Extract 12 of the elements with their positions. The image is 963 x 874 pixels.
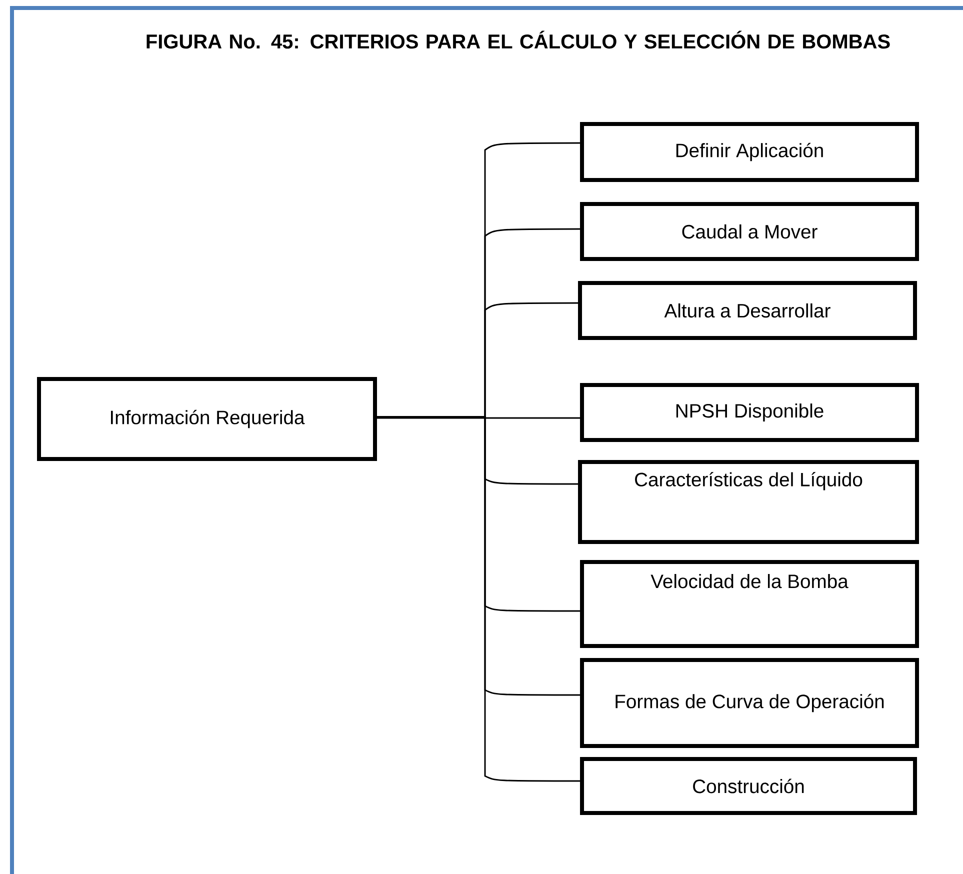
process-box: Velocidad de la Bomba <box>580 560 919 648</box>
connector-line <box>377 417 580 419</box>
figure-title: FIGURA No. 45: CRITERIOS PARA EL CÁLCULO Y SELECCIÓN DE BOMBAS <box>146 30 890 49</box>
process-box: Formas de Curva de Operación <box>580 658 919 748</box>
process-box: Construcción <box>580 757 918 816</box>
connector-line <box>377 416 580 782</box>
process-box: Información Requerida <box>37 377 377 461</box>
process-box: Definir Aplicación <box>580 122 919 182</box>
process-box: Características del Líquido <box>578 460 919 544</box>
process-box: Caudal a Mover <box>580 202 919 261</box>
process-box: NPSH Disponible <box>580 383 919 442</box>
process-box: Altura a Desarrollar <box>578 281 918 340</box>
